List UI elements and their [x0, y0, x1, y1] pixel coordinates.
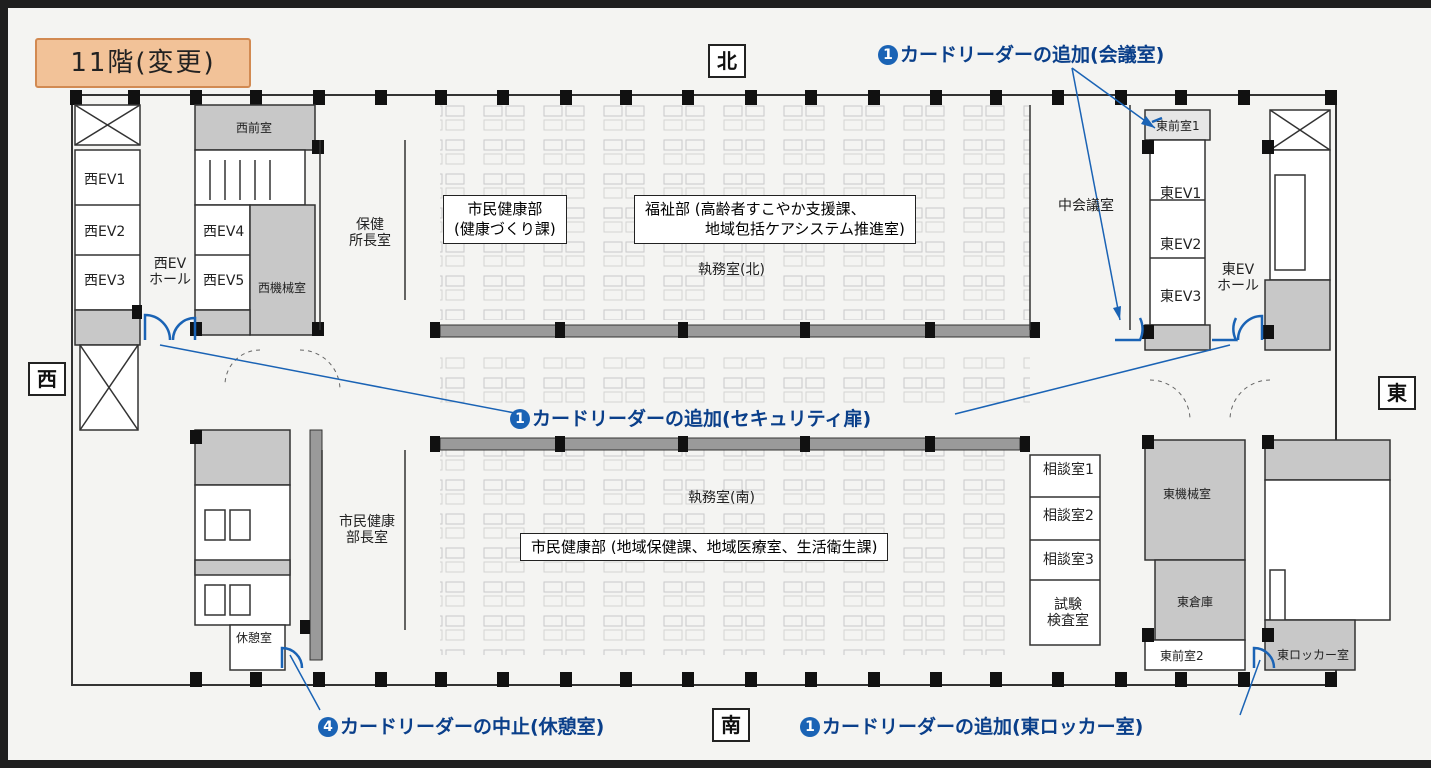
- room-consult-2: 相談室2: [1043, 508, 1094, 524]
- dept-box-north-right: 福祉部 (高齢者すこやか支援課、 地域包括ケアシステム推進室): [634, 195, 916, 244]
- callout-text: カードリーダーの追加(会議室): [900, 44, 1165, 66]
- corridor-partitions: [309, 324, 1031, 661]
- east-label: 東: [1378, 376, 1416, 410]
- partition-columns: [430, 322, 1040, 452]
- dept-section: 地域包括ケアシステム推進室): [705, 220, 905, 239]
- room-label-line: 部長室: [346, 530, 388, 547]
- room-west-ev1: 西EV1: [84, 172, 126, 188]
- room-label-line: 保健: [356, 217, 384, 233]
- room-east-ev-hall: 東EV ホール: [1212, 262, 1264, 294]
- room-label-line: 試験: [1054, 597, 1082, 613]
- room-east-locker: 東ロッカー室: [1277, 648, 1350, 662]
- room-health-center-director: 保健 所長室: [340, 217, 400, 249]
- room-west-machine: 西機械室: [258, 281, 307, 295]
- dept-box-north-left: 市民健康部 (健康づくり課): [443, 195, 567, 244]
- room-label-line: ホール: [149, 272, 191, 289]
- callout-text: カードリーダーの中止(休憩室): [340, 716, 605, 738]
- dept-name: 市民健康部 (地域保健課、地域医療室、生活衛生課): [531, 538, 878, 556]
- callout-number-badge: 4: [318, 717, 338, 737]
- room-consult-3: 相談室3: [1043, 552, 1094, 568]
- room-east-ante-1: 東前室1: [1156, 119, 1200, 133]
- room-label-line: 東EV: [1221, 262, 1255, 278]
- corridor-desks: [440, 355, 1030, 410]
- room-west-ev2: 西EV2: [84, 224, 126, 240]
- north-label: 北: [708, 44, 746, 78]
- room-west-ev5: 西EV5: [203, 273, 245, 289]
- room-west-ev-hall: 西EV ホール: [146, 256, 194, 288]
- callout-number-badge: 1: [510, 409, 530, 429]
- east-core-columns: [1142, 140, 1274, 642]
- room-citizen-health-head: 市民健康 部長室: [332, 514, 402, 546]
- callout-number-badge: 1: [878, 45, 898, 65]
- callout-text: カードリーダーの追加(セキュリティ扉): [532, 408, 872, 430]
- east-core: [1029, 109, 1391, 671]
- room-east-ev2: 東EV2: [1160, 237, 1202, 253]
- room-test-lab: 試験 検査室: [1038, 597, 1098, 629]
- room-east-ev3: 東EV3: [1160, 289, 1202, 305]
- dept-name: 市民健康部: [467, 200, 543, 218]
- room-label-line: ホール: [1217, 278, 1259, 295]
- room-west-ante: 西前室: [236, 121, 273, 135]
- dept-box-south: 市民健康部 (地域保健課、地域医療室、生活衛生課): [520, 533, 889, 562]
- south-label: 南: [712, 708, 750, 742]
- door-swings: [224, 349, 1271, 421]
- west-label: 西: [28, 362, 66, 396]
- callout-arrowheads: [1113, 116, 1155, 320]
- room-consult-1: 相談室1: [1043, 462, 1094, 478]
- dept-name: 福祉部 (高齢者すこやか支援課、: [645, 200, 866, 218]
- room-east-machine: 東機械室: [1163, 487, 1212, 501]
- callout-text: カードリーダーの追加(東ロッカー室): [822, 716, 1144, 738]
- columns: [70, 90, 1337, 687]
- room-label-line: 市民健康: [339, 514, 395, 530]
- callout-number-badge: 1: [800, 717, 820, 737]
- room-east-ev1: 東EV1: [1160, 186, 1202, 202]
- room-label-line: 所長室: [349, 233, 391, 250]
- room-label-line: 検査室: [1047, 613, 1089, 630]
- west-core: [74, 104, 316, 671]
- card-reader-doors: [143, 116, 1276, 669]
- north-office-walls: [319, 105, 1131, 660]
- room-rest: 休憩室: [236, 631, 273, 645]
- room-east-ante-2: 東前室2: [1160, 649, 1204, 663]
- floor-label: 11階(変更): [35, 38, 251, 88]
- room-west-ev3: 西EV3: [84, 273, 126, 289]
- building-outline: [71, 94, 1337, 686]
- dept-section: (健康づくり課): [454, 220, 556, 239]
- callout-leaders: [159, 67, 1261, 716]
- room-office-south: 執務室(南): [688, 490, 755, 506]
- room-west-ev4: 西EV4: [203, 224, 245, 240]
- room-office-north: 執務室(北): [698, 262, 765, 278]
- room-label-line: 西EV: [153, 256, 187, 272]
- room-east-storage: 東倉庫: [1177, 595, 1214, 609]
- room-mid-meeting: 中会議室: [1058, 198, 1114, 214]
